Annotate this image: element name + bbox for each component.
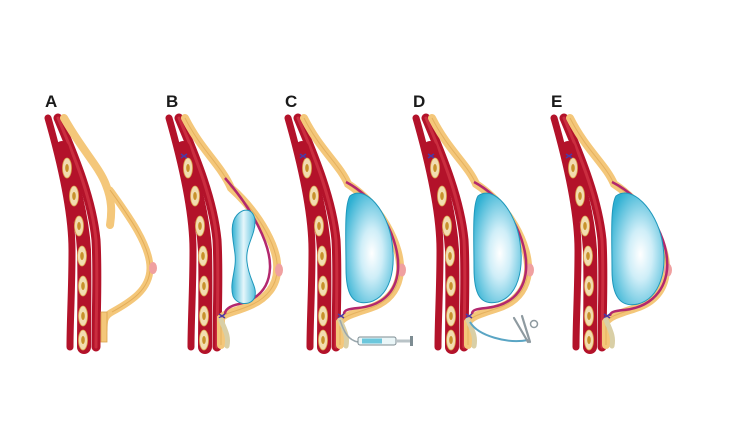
tissue-expander — [345, 192, 394, 304]
rib-marrow-4 — [201, 252, 205, 260]
nipple — [398, 263, 406, 277]
rib-marrow-3 — [317, 222, 321, 230]
inframammary-fold — [603, 317, 615, 349]
nipple — [526, 263, 534, 277]
skin-edge — [303, 117, 401, 345]
pectoral-muscle-highlight — [296, 116, 339, 349]
rib-marrow-3 — [198, 222, 202, 230]
fill-tube — [339, 319, 359, 343]
rib-marrow-5 — [449, 282, 453, 290]
rib-marrow-5 — [587, 282, 591, 290]
suture-lower — [603, 313, 611, 319]
forceps — [512, 314, 532, 344]
rib-marrow-6 — [202, 312, 206, 320]
rib-marrow-6 — [81, 312, 85, 320]
skin-edge — [431, 117, 529, 345]
rib-marrow-2 — [578, 192, 582, 200]
skin-flap-end — [100, 311, 108, 343]
syringe-plunger-end — [410, 336, 413, 346]
suture-upper — [427, 153, 435, 159]
panel-label: B — [166, 92, 178, 111]
forceps-ring — [529, 319, 539, 329]
panel-label: C — [285, 92, 297, 111]
rib-marrow-2 — [193, 192, 197, 200]
rib-marrow-6 — [587, 312, 591, 320]
suture-upper — [565, 153, 573, 159]
suture-lower — [465, 313, 473, 319]
rib-marrow-2 — [440, 192, 444, 200]
nipple — [275, 263, 283, 277]
pectoral-muscle-highlight — [562, 116, 605, 349]
deflated-expander — [231, 209, 256, 304]
rib-marrow-6 — [321, 312, 325, 320]
rib-marrow-5 — [202, 282, 206, 290]
rib-marrow-7 — [202, 336, 206, 344]
rib-marrow-4 — [448, 252, 452, 260]
suture-upper — [180, 153, 188, 159]
rib-marrow-1 — [305, 164, 309, 172]
rib-marrow-7 — [449, 336, 453, 344]
rib-marrow-1 — [571, 164, 575, 172]
nipple — [149, 262, 157, 274]
pectoral-muscle-highlight — [56, 116, 99, 349]
rib-marrow-4 — [586, 252, 590, 260]
inframammary-fold — [465, 317, 477, 349]
rib-marrow-7 — [587, 336, 591, 344]
rib-marrow-3 — [583, 222, 587, 230]
rib-marrow-2 — [312, 192, 316, 200]
suture-upper — [299, 153, 307, 159]
rib-marrow-1 — [186, 164, 190, 172]
panel-a: A — [44, 92, 157, 354]
rib-marrow-7 — [81, 336, 85, 344]
rib-marrow-3 — [445, 222, 449, 230]
panel-e: E — [550, 92, 672, 354]
rib-marrow-6 — [449, 312, 453, 320]
suture-lower — [218, 313, 226, 319]
pectoral-muscle-highlight — [424, 116, 467, 349]
rib-marrow-1 — [433, 164, 437, 172]
panel-d: D — [412, 92, 539, 354]
panel-label: E — [551, 92, 562, 111]
panel-label: A — [45, 92, 57, 111]
pectoral-muscle-highlight — [177, 116, 220, 349]
permanent-implant — [611, 192, 665, 306]
rib-marrow-5 — [321, 282, 325, 290]
rib-marrow-5 — [81, 282, 85, 290]
rib-marrow-3 — [77, 222, 81, 230]
rib-marrow-7 — [321, 336, 325, 344]
panel-b: B — [165, 92, 283, 354]
skin-upper — [60, 114, 116, 229]
rib-marrow-4 — [320, 252, 324, 260]
suture-lower — [337, 313, 345, 319]
rib-marrow-4 — [80, 252, 84, 260]
drain-tube — [469, 321, 529, 342]
tissue-expander — [473, 192, 522, 304]
inframammary-fold — [218, 317, 230, 349]
syringe-plunger — [396, 339, 410, 343]
skin-edge — [569, 117, 667, 345]
panel-c: C — [284, 92, 413, 354]
rib-marrow-1 — [65, 164, 69, 172]
syringe-fluid — [362, 338, 382, 344]
rib-marrow-2 — [72, 192, 76, 200]
panel-label: D — [413, 92, 425, 111]
